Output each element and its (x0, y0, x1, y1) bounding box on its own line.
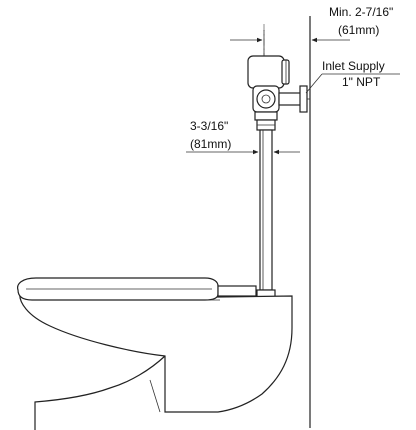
pipe-offset-imperial: 3-3/16" (190, 119, 228, 133)
pipe-offset-dimension: 3-3/16" (81mm) (186, 119, 300, 155)
inlet-supply-size: 1" NPT (342, 75, 381, 89)
toilet-bowl (19, 291, 293, 430)
wall-offset-dimension: Min. 2-7/16" (61mm) (230, 5, 393, 56)
wall-offset-metric: (61mm) (338, 23, 379, 37)
flush-valve (247, 55, 290, 131)
inlet-supply-callout: Inlet Supply 1" NPT (305, 59, 400, 94)
inlet-supply-label: Inlet Supply (322, 59, 385, 73)
wall-offset-imperial: Min. 2-7/16" (329, 5, 393, 19)
toilet-seat (17, 277, 257, 301)
flush-tube (256, 129, 276, 301)
pipe-offset-metric: (81mm) (190, 137, 231, 151)
inlet-supply-pipe (278, 85, 310, 113)
